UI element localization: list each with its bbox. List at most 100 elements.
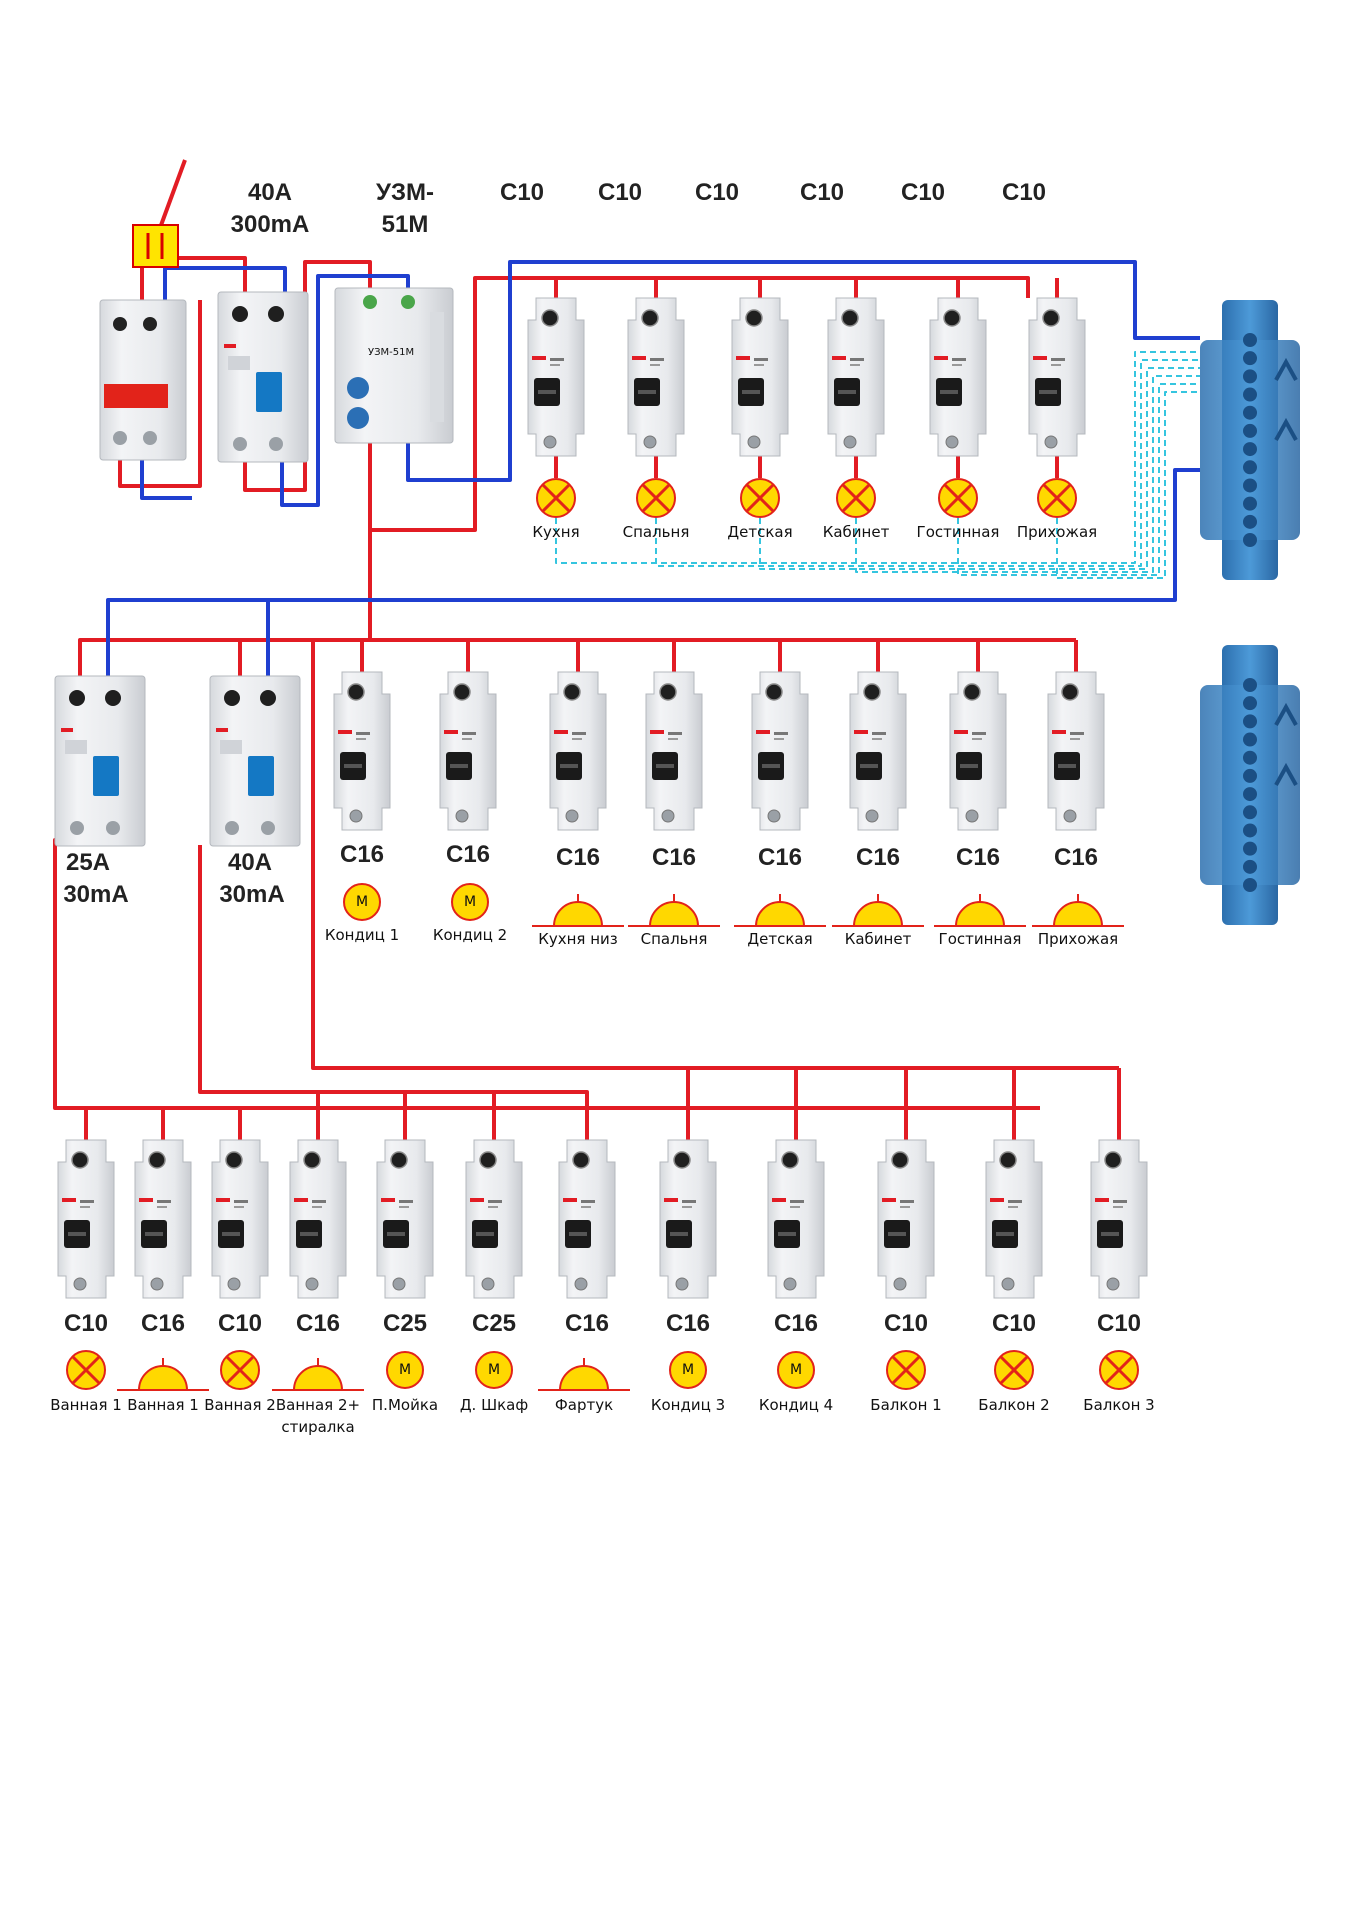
terminal-screw-icon [224, 690, 240, 706]
terminal-screw-icon [232, 306, 248, 322]
bot-breaker-rating: C16 [774, 1310, 818, 1337]
terminal-screw-icon [563, 683, 581, 701]
rating-print [790, 1206, 800, 1208]
motor-icon [669, 1351, 707, 1389]
lamp-icon [1099, 1350, 1139, 1390]
lamp-neutral-wire [759, 367, 1200, 570]
bot-load-label: Кондиц 3 [651, 1396, 725, 1414]
rating-print [356, 738, 366, 740]
terminal-screw-icon [767, 809, 781, 823]
neutral-wire [106, 468, 1200, 680]
pe-busbar-icon [1200, 645, 1300, 925]
rcd-label-plate [220, 740, 242, 754]
bot-breaker-rating: C16 [141, 1310, 185, 1337]
rcd-25a [54, 675, 146, 847]
neutral-busbar-icon [1200, 300, 1300, 580]
relay-front-title: УЗМ-51М [368, 347, 414, 358]
bot-load-label-2: стиралка [281, 1418, 354, 1436]
lamp-cross [1042, 483, 1072, 513]
terminal-screw-icon [745, 309, 763, 327]
socket-dome [852, 901, 904, 927]
handle-slot [638, 390, 656, 394]
middle-breaker [1047, 671, 1105, 831]
bottom-breaker [1090, 1139, 1148, 1299]
motor-icon [343, 883, 381, 921]
handle-slot [1101, 1232, 1119, 1236]
mid-breaker-rating: C16 [1054, 844, 1098, 871]
brand-mark [470, 1198, 484, 1202]
top-breaker-rating: C10 [901, 179, 945, 206]
handle-slot [778, 1232, 796, 1236]
bot-breaker-rating: C10 [992, 1310, 1036, 1337]
motor-letter: M [790, 1362, 802, 1378]
mid-load-label: Прихожая [1038, 930, 1118, 948]
brand-mark [532, 356, 546, 360]
bot-load-label: Кондиц 4 [759, 1396, 833, 1414]
rcd-2-rating-1: 40A [228, 849, 272, 876]
terminal-screw-icon [781, 1151, 799, 1169]
mid-load-label: Детская [747, 930, 812, 948]
terminal-screw-icon [675, 1277, 689, 1291]
rating-print [872, 732, 886, 735]
top-breaker [1028, 297, 1086, 457]
terminal-screw-icon [106, 821, 120, 835]
relay-name-2: 51М [382, 211, 429, 238]
rating-print [972, 732, 986, 735]
terminal-screw-icon [143, 317, 157, 331]
terminal-screw-icon [349, 809, 363, 823]
breaker-body [827, 297, 885, 457]
busbar-screw-icon [1243, 732, 1257, 747]
busbar-screw-icon [1243, 805, 1257, 820]
terminal-screw-icon [390, 1151, 408, 1169]
breaker-body [134, 1139, 192, 1299]
terminal-screw-icon [225, 1151, 243, 1169]
lamp-cross [225, 1355, 255, 1385]
busbar-screw-icon [1243, 478, 1257, 493]
handle-slot [762, 764, 780, 768]
rating-print [790, 1200, 804, 1203]
breaker-body [57, 1139, 115, 1299]
brand-mark [664, 1198, 678, 1202]
terminal-screw-icon [233, 437, 247, 451]
rcd-1-rating-2: 30mA [63, 881, 128, 908]
brand-mark [832, 356, 846, 360]
handle-slot [996, 1232, 1014, 1236]
brand-mark [632, 356, 646, 360]
busbar-clip [1274, 417, 1298, 441]
middle-breaker [949, 671, 1007, 831]
socket-icon [117, 1358, 209, 1391]
terminal-screw-icon [963, 683, 981, 701]
top-phase-bus [368, 276, 1030, 532]
relay-side-label [430, 312, 444, 422]
rating-print [900, 1200, 914, 1203]
terminal-screw-icon [261, 821, 275, 835]
brand-mark [224, 344, 236, 348]
breaker-body [645, 671, 703, 831]
handle-slot [344, 764, 362, 768]
top-load-label: Кухня [532, 523, 579, 541]
rating-print [581, 1200, 595, 1203]
breaker-body [849, 671, 907, 831]
terminal-screw-icon [148, 1151, 166, 1169]
socket-dome [754, 901, 806, 927]
middle-breaker [849, 671, 907, 831]
terminal-screw-icon [392, 1277, 406, 1291]
socket-dome [552, 901, 604, 927]
socket-icon [532, 894, 624, 927]
terminal-screw-icon [70, 821, 84, 835]
lamp-cross [745, 483, 775, 513]
bot-breaker-rating: C10 [64, 1310, 108, 1337]
handle-slot [670, 1232, 688, 1236]
terminal-screw-icon [1044, 435, 1058, 449]
motor-icon [777, 1351, 815, 1389]
brand-mark [756, 730, 770, 734]
lamp-icon [66, 1350, 106, 1390]
terminal-screw-icon [572, 1151, 590, 1169]
mid-breaker-rating: C16 [956, 844, 1000, 871]
brand-mark [772, 1198, 786, 1202]
handle-slot [888, 1232, 906, 1236]
neutral-wire [280, 274, 410, 507]
breaker-body [549, 671, 607, 831]
terminal-screw-icon [363, 295, 377, 309]
terminal-screw-icon [943, 309, 961, 327]
